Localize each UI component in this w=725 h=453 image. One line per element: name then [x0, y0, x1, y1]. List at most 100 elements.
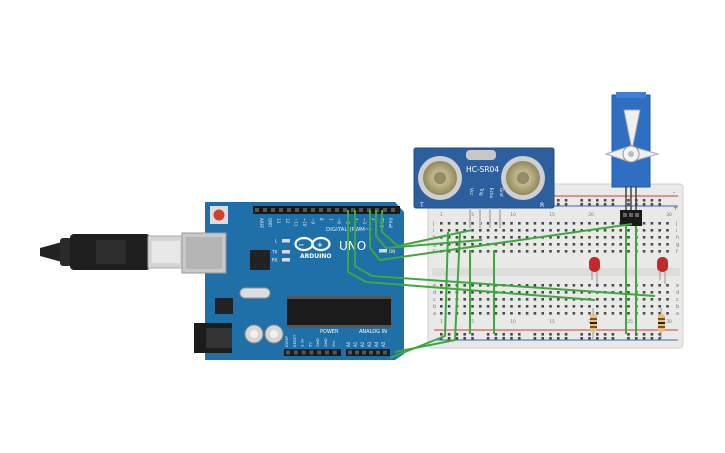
breadboard-hole[interactable] — [642, 284, 646, 287]
breadboard-hole[interactable] — [479, 305, 482, 308]
breadboard-hole[interactable] — [525, 291, 529, 294]
breadboard-hole[interactable] — [564, 250, 568, 253]
breadboard-hole[interactable] — [471, 284, 474, 287]
rail-hole[interactable] — [564, 199, 568, 202]
breadboard-hole[interactable] — [596, 250, 599, 253]
rail-hole[interactable] — [580, 333, 583, 336]
rail-hole[interactable] — [588, 333, 591, 336]
rail-hole[interactable] — [611, 203, 615, 206]
rail-hole[interactable] — [658, 199, 661, 202]
breadboard-hole[interactable] — [486, 284, 490, 287]
breadboard-hole[interactable] — [611, 305, 615, 308]
breadboard-hole[interactable] — [518, 291, 521, 294]
breadboard-hole[interactable] — [572, 312, 576, 315]
rail-hole[interactable] — [588, 203, 591, 206]
breadboard-hole[interactable] — [502, 229, 505, 232]
rail-hole[interactable] — [440, 333, 443, 336]
breadboard-hole[interactable] — [455, 243, 459, 246]
breadboard-hole[interactable] — [533, 312, 537, 315]
breadboard-hole[interactable] — [479, 236, 482, 239]
breadboard-hole[interactable] — [627, 236, 630, 239]
breadboard-hole[interactable] — [549, 291, 552, 294]
rail-hole[interactable] — [518, 337, 521, 340]
rail-hole[interactable] — [596, 199, 599, 202]
breadboard-hole[interactable] — [541, 284, 544, 287]
rail-hole[interactable] — [635, 337, 638, 340]
rail-hole[interactable] — [541, 333, 544, 336]
rail-hole[interactable] — [588, 337, 591, 340]
rail-hole[interactable] — [455, 337, 459, 340]
breadboard-hole[interactable] — [463, 298, 466, 301]
rail-hole[interactable] — [557, 337, 560, 340]
breadboard-hole[interactable] — [549, 298, 552, 301]
breadboard-hole[interactable] — [650, 243, 654, 246]
breadboard-hole[interactable] — [658, 243, 661, 246]
breadboard-hole[interactable] — [603, 229, 607, 232]
rail-hole[interactable] — [627, 337, 630, 340]
rail-hole[interactable] — [471, 333, 474, 336]
breadboard-hole[interactable] — [447, 312, 451, 315]
breadboard-hole[interactable] — [596, 243, 599, 246]
breadboard-hole[interactable] — [541, 250, 544, 253]
breadboard-hole[interactable] — [658, 222, 661, 225]
breadboard-hole[interactable] — [650, 222, 654, 225]
rail-hole[interactable] — [510, 337, 513, 340]
breadboard-hole[interactable] — [588, 284, 591, 287]
breadboard-hole[interactable] — [619, 291, 622, 294]
breadboard-hole[interactable] — [479, 312, 482, 315]
breadboard-hole[interactable] — [619, 250, 622, 253]
breadboard-hole[interactable] — [463, 284, 466, 287]
breadboard-hole[interactable] — [627, 298, 630, 301]
breadboard-hole[interactable] — [557, 236, 560, 239]
rail-hole[interactable] — [564, 337, 568, 340]
breadboard-hole[interactable] — [627, 250, 630, 253]
breadboard-hole[interactable] — [510, 291, 513, 294]
breadboard-hole[interactable] — [440, 312, 443, 315]
breadboard-hole[interactable] — [525, 236, 529, 239]
rail-hole[interactable] — [596, 203, 599, 206]
rail-hole[interactable] — [580, 337, 583, 340]
breadboard-hole[interactable] — [525, 284, 529, 287]
breadboard-hole[interactable] — [494, 222, 498, 225]
breadboard-hole[interactable] — [502, 298, 505, 301]
breadboard-hole[interactable] — [479, 250, 482, 253]
breadboard-hole[interactable] — [627, 243, 630, 246]
breadboard-hole[interactable] — [611, 298, 615, 301]
breadboard-hole[interactable] — [518, 312, 521, 315]
breadboard-hole[interactable] — [557, 250, 560, 253]
rail-hole[interactable] — [486, 337, 490, 340]
rail-hole[interactable] — [502, 337, 505, 340]
breadboard-hole[interactable] — [564, 312, 568, 315]
rail-hole[interactable] — [455, 333, 459, 336]
breadboard-hole[interactable] — [580, 222, 583, 225]
breadboard-hole[interactable] — [471, 305, 474, 308]
rail-hole[interactable] — [580, 203, 583, 206]
breadboard-hole[interactable] — [440, 229, 443, 232]
breadboard-hole[interactable] — [611, 312, 615, 315]
breadboard-hole[interactable] — [658, 229, 661, 232]
rail-hole[interactable] — [564, 203, 568, 206]
breadboard-hole[interactable] — [510, 229, 513, 232]
breadboard-hole[interactable] — [479, 284, 482, 287]
breadboard-hole[interactable] — [533, 291, 537, 294]
breadboard-hole[interactable] — [564, 229, 568, 232]
breadboard-hole[interactable] — [580, 291, 583, 294]
breadboard-hole[interactable] — [642, 222, 646, 225]
rail-hole[interactable] — [541, 337, 544, 340]
breadboard-hole[interactable] — [627, 229, 630, 232]
breadboard-hole[interactable] — [541, 305, 544, 308]
breadboard-hole[interactable] — [588, 243, 591, 246]
breadboard-hole[interactable] — [596, 229, 599, 232]
breadboard-hole[interactable] — [658, 312, 661, 315]
breadboard-hole[interactable] — [666, 243, 669, 246]
breadboard-hole[interactable] — [486, 305, 490, 308]
breadboard-hole[interactable] — [440, 305, 443, 308]
rail-hole[interactable] — [627, 199, 630, 202]
breadboard-hole[interactable] — [486, 229, 490, 232]
breadboard-hole[interactable] — [486, 236, 490, 239]
rail-hole[interactable] — [557, 199, 560, 202]
breadboard-hole[interactable] — [557, 312, 560, 315]
breadboard-hole[interactable] — [525, 312, 529, 315]
rail-hole[interactable] — [549, 333, 552, 336]
